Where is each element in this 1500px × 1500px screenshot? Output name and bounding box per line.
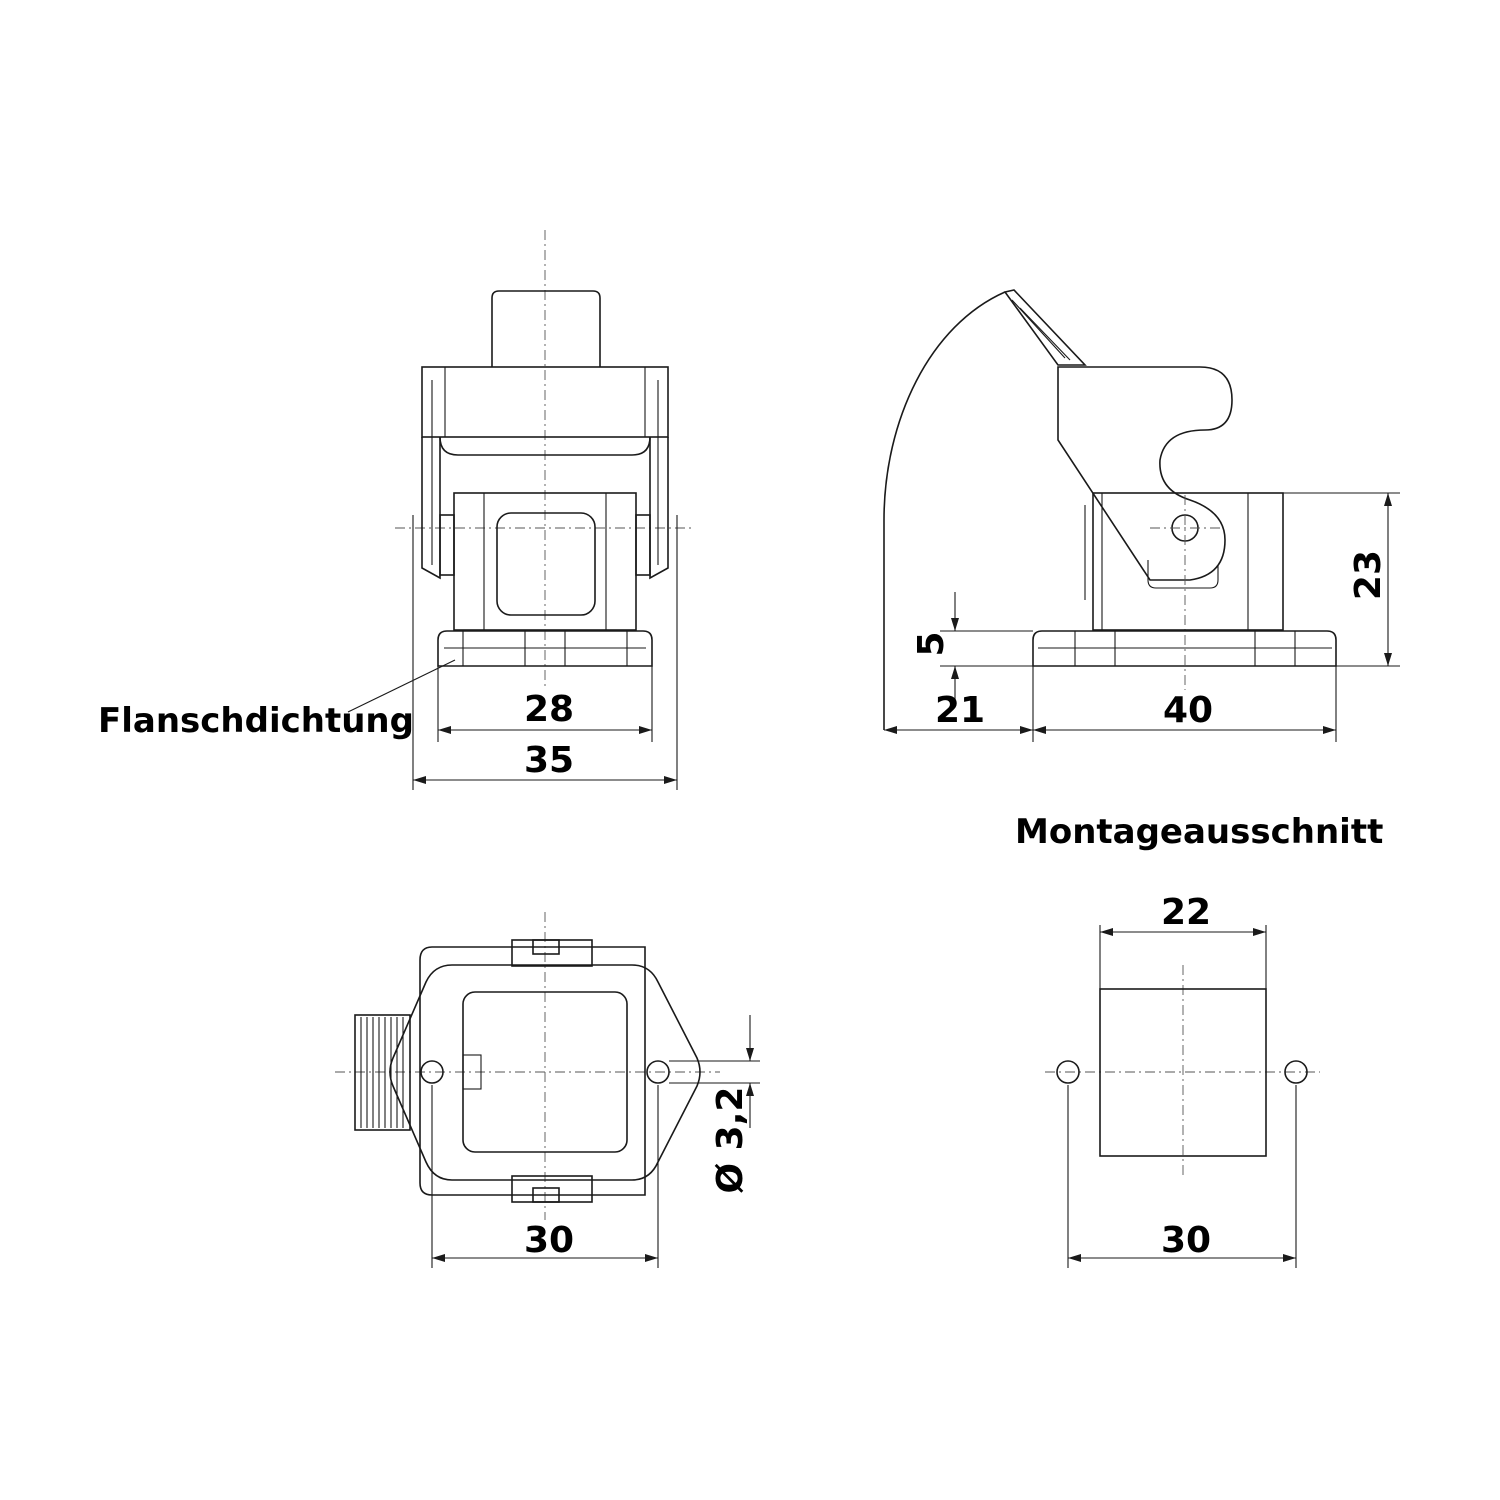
dim-21-label: 21 xyxy=(935,690,985,731)
front-top-cap xyxy=(491,290,601,367)
front-window xyxy=(496,512,596,616)
top-coding-key xyxy=(462,1054,482,1090)
top-hole-right xyxy=(646,1060,670,1084)
mounting-cutout-view: Montageausschnitt 22 30 xyxy=(1015,812,1383,1268)
top-body-outline xyxy=(419,946,646,1196)
front-lever-upper xyxy=(421,366,669,438)
cutout-rectangle xyxy=(1099,988,1267,1157)
dim-35-label: 35 xyxy=(524,740,574,781)
flange-gasket-label: Flanschdichtung xyxy=(98,701,414,741)
gasket-leader xyxy=(347,659,456,713)
dim-diameter-label: Ø 3,2 xyxy=(710,1087,751,1194)
front-lever-right-arm xyxy=(649,437,669,580)
front-lever-crossbar xyxy=(439,436,651,456)
side-housing xyxy=(1092,492,1284,631)
dim-23-label: 23 xyxy=(1348,550,1389,600)
top-cable-gland xyxy=(354,1014,411,1131)
top-hole-left xyxy=(420,1060,444,1084)
front-view: Flanschdichtung 28 35 xyxy=(98,230,695,790)
side-lever-handle xyxy=(1003,289,1087,366)
dim-28-label: 28 xyxy=(524,689,574,730)
side-flange xyxy=(1032,630,1337,667)
dim-40-label: 40 xyxy=(1163,690,1213,731)
top-view: 30 Ø 3,2 xyxy=(335,912,760,1268)
side-lever-body xyxy=(1057,366,1233,581)
top-flange xyxy=(389,964,701,1181)
front-pivot-right xyxy=(635,514,651,576)
cutout-hole-right xyxy=(1284,1060,1308,1084)
cutout-hole-left xyxy=(1056,1060,1080,1084)
dim-22-label: 22 xyxy=(1161,892,1211,933)
top-lever-tab-top xyxy=(511,939,593,967)
dim-5-label: 5 xyxy=(911,631,952,656)
front-pivot-left xyxy=(439,514,455,576)
side-lever-swing-arc xyxy=(883,291,1006,730)
side-view: 21 40 5 23 xyxy=(883,289,1400,742)
dim-30-label-cutout: 30 xyxy=(1161,1220,1211,1261)
mounting-cutout-title: Montageausschnitt xyxy=(1015,812,1383,852)
dim-30-label-top: 30 xyxy=(524,1220,574,1261)
front-lever-left-arm xyxy=(421,437,441,580)
front-flange xyxy=(437,630,653,667)
